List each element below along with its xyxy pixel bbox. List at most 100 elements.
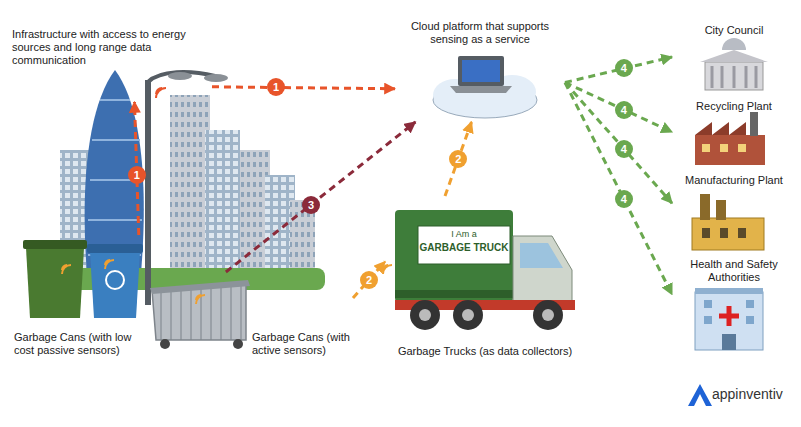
data-flow-arrow — [565, 82, 672, 132]
garbage-cans-passive — [23, 240, 87, 249]
city-skyline — [205, 130, 240, 285]
recycling-plant-icon — [720, 144, 728, 152]
hospital-icon — [704, 316, 712, 324]
city-council-icon — [712, 66, 756, 88]
callout-number: 2 — [449, 150, 467, 168]
hospital-icon — [695, 288, 763, 350]
garbage-cans-passive — [87, 244, 143, 253]
garbage-dumpster — [150, 280, 250, 349]
recycling-plant-icon — [695, 112, 765, 165]
manufacturing-plant-icon — [738, 228, 746, 238]
manufacturing-plant-icon — [692, 218, 764, 250]
lamp-post — [168, 72, 192, 80]
manufacturing-plant-icon — [720, 228, 728, 238]
manufacturing-plant-icon — [702, 228, 710, 238]
cloud-laptop — [450, 86, 512, 93]
manufacturing-plant-icon — [716, 200, 726, 220]
node-caption: Garbage Cans (with low cost passive sens… — [14, 331, 145, 357]
garbage-truck — [383, 210, 575, 330]
hospital-icon — [746, 316, 754, 324]
manufacturing-plant-icon — [700, 194, 710, 220]
hospital-icon — [704, 300, 712, 308]
data-flow-arrow — [565, 82, 672, 203]
cloud-laptop — [458, 56, 504, 86]
garbage-truck — [513, 236, 572, 305]
city-council-icon — [700, 38, 768, 90]
node-caption: City Council — [674, 24, 794, 37]
garbage-truck — [419, 309, 431, 321]
node-caption: Health and Safety Authorities — [674, 258, 794, 284]
lamp-post — [145, 72, 228, 305]
infrastructure-node: Infrastructure with access to energy sou… — [8, 26, 212, 102]
callout-number: 4 — [615, 101, 633, 119]
garbage-truck — [533, 300, 563, 330]
garbage-dumpster — [196, 295, 205, 304]
node-caption: Garbage Cans (with active sensors) — [252, 331, 351, 357]
cloud-laptop — [433, 56, 537, 118]
callout-number: 3 — [302, 196, 320, 214]
data-flow-arrow — [565, 82, 672, 294]
recycling-plant-icon — [695, 135, 765, 165]
data-flow-arrow — [353, 262, 385, 299]
garbage-truck — [418, 226, 510, 264]
lamp-post — [156, 88, 166, 98]
garbage-can-node: Garbage Cans (with low cost passive sens… — [10, 235, 147, 359]
recycling-plant-icon — [750, 112, 758, 136]
appinventiv-logo — [688, 384, 712, 406]
garbage-truck — [410, 300, 440, 330]
truck-sign-text: I Am a — [418, 229, 510, 240]
node-caption: Infrastructure with access to energy sou… — [12, 28, 208, 68]
cloud-laptop — [462, 60, 500, 82]
hospital-icon — [695, 288, 763, 294]
city-council-icon — [722, 38, 746, 50]
garbage-truck — [542, 309, 554, 321]
hospital-icon — [722, 334, 736, 350]
manufacturing-plant-icon — [692, 194, 764, 250]
hospital-icon — [695, 292, 763, 350]
garbage-cans-passive — [105, 260, 114, 269]
callout-number: 2 — [360, 271, 378, 289]
data-flow-arrow — [226, 122, 416, 272]
recycling-plant-icon — [702, 144, 710, 152]
truck-sign-text: GARBAGE TRUCK — [418, 242, 510, 254]
recycling-plant-icon — [695, 122, 746, 135]
hospital-icon — [719, 306, 739, 326]
destination-node: Health and Safety Authorities — [672, 256, 796, 352]
garbage-truck — [395, 290, 513, 298]
node-caption: Cloud platform that supports sensing as … — [399, 20, 561, 46]
garbage-cans-passive — [23, 240, 143, 318]
callout-number: 4 — [615, 140, 633, 158]
callout-number: 4 — [615, 59, 633, 77]
city-council-icon — [700, 50, 768, 62]
garbage-truck — [520, 243, 563, 268]
truck-node: Garbage Trucks (as data collectors) — [385, 196, 585, 360]
lamp-post — [204, 74, 228, 82]
callout-number: 1 — [128, 166, 146, 184]
callout-number: 4 — [615, 190, 633, 208]
garbage-truck — [462, 309, 474, 321]
data-flow-arrow — [445, 122, 472, 196]
recycling-plant-icon — [738, 144, 746, 152]
node-caption: Manufacturing Plant — [674, 174, 794, 187]
garbage-dumpster — [233, 339, 243, 349]
garbage-dumpster — [160, 339, 170, 349]
garbage-can-node: Garbage Cans (with active sensors) — [148, 272, 353, 359]
hospital-icon — [746, 300, 754, 308]
destination-node: City Council — [672, 22, 796, 92]
data-flow-arrow — [565, 57, 672, 82]
lamp-post — [145, 80, 151, 305]
node-caption: Garbage Trucks (as data collectors) — [387, 345, 583, 358]
city-skyline — [170, 95, 210, 285]
garbage-truck — [453, 300, 483, 330]
garbage-dumpster — [150, 280, 250, 294]
garbage-cans-passive — [106, 271, 124, 289]
garbage-cans-passive — [26, 248, 84, 318]
garbage-cans-passive — [62, 265, 71, 274]
garbage-truck — [383, 265, 392, 274]
callout-number: 1 — [267, 78, 285, 96]
logo-text: appinventiv — [712, 386, 796, 403]
destination-node: Recycling Plant — [672, 98, 796, 166]
